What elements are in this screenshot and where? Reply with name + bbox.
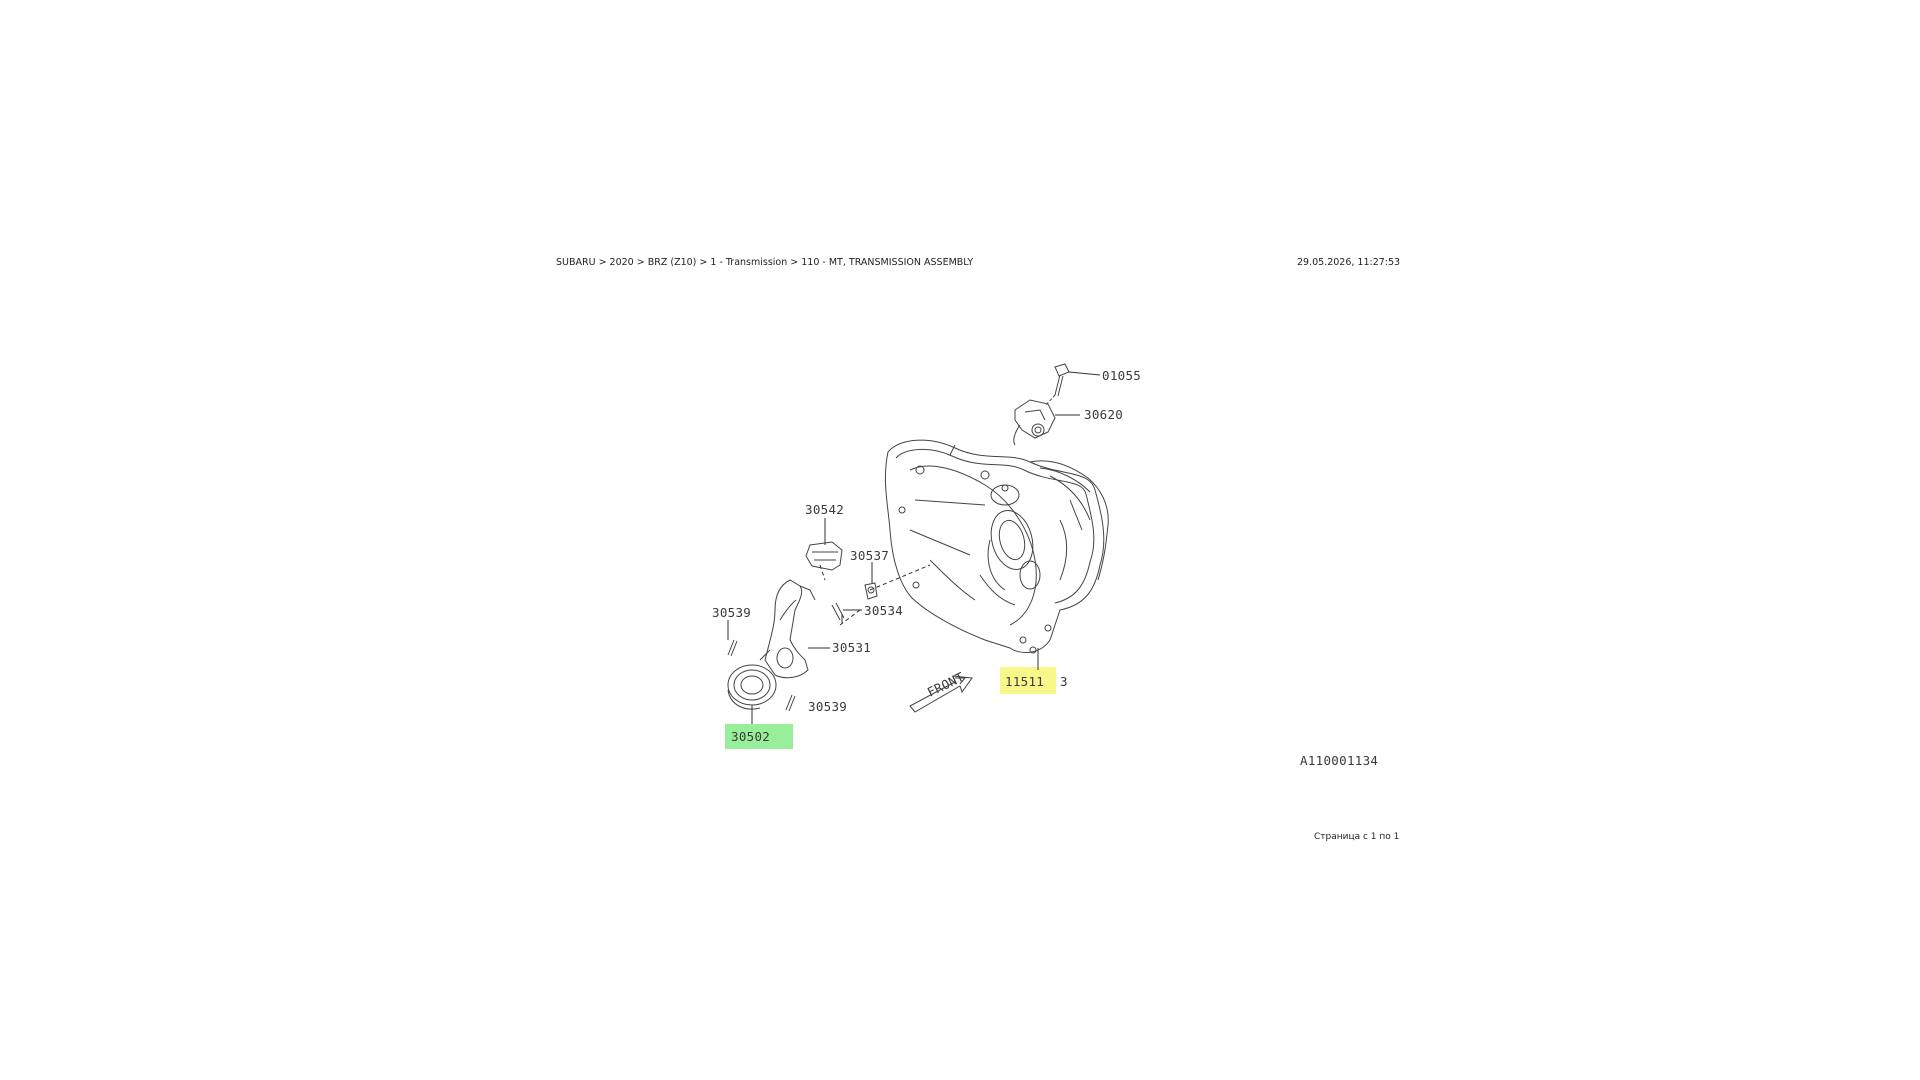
label-11511[interactable]: 11511 <box>1005 674 1044 689</box>
leader-lines <box>727 371 1101 724</box>
highlight-yellow <box>1000 667 1056 694</box>
label-30534: 30534 <box>864 603 903 618</box>
part-30542-boot <box>805 541 843 571</box>
part-30502-bearing <box>727 664 777 710</box>
part-30539-pins <box>727 639 796 712</box>
label-01055: 01055 <box>1102 368 1141 383</box>
diagram-code: A110001134 <box>1300 753 1378 768</box>
part-30620-bracket <box>1013 399 1056 446</box>
label-30539-bottom: 30539 <box>808 699 847 714</box>
front-label: FRONT <box>925 669 967 700</box>
label-11511-suffix: 3 <box>1060 674 1068 689</box>
label-30542: 30542 <box>805 502 844 517</box>
part-30537-pivot <box>864 582 878 600</box>
highlight-green <box>725 724 793 749</box>
label-30539-top: 30539 <box>712 605 751 620</box>
label-30620: 30620 <box>1084 407 1123 422</box>
label-30537: 30537 <box>850 548 889 563</box>
front-arrow-icon: FRONT <box>909 669 973 713</box>
assembly-lines <box>819 564 931 626</box>
part-30534-clip <box>831 602 845 621</box>
part-01055-bolt <box>1045 363 1070 406</box>
part-30531-fork <box>759 579 816 679</box>
print-timestamp: 29.05.2026, 11:27:53 <box>1297 257 1401 268</box>
breadcrumb: SUBARU > 2020 > BRZ (Z10) > 1 - Transmis… <box>556 257 974 268</box>
transmission-housing <box>884 439 1109 654</box>
label-30531: 30531 <box>832 640 871 655</box>
page-counter: Страница с 1 по 1 <box>1314 832 1400 842</box>
label-30502[interactable]: 30502 <box>731 729 770 744</box>
